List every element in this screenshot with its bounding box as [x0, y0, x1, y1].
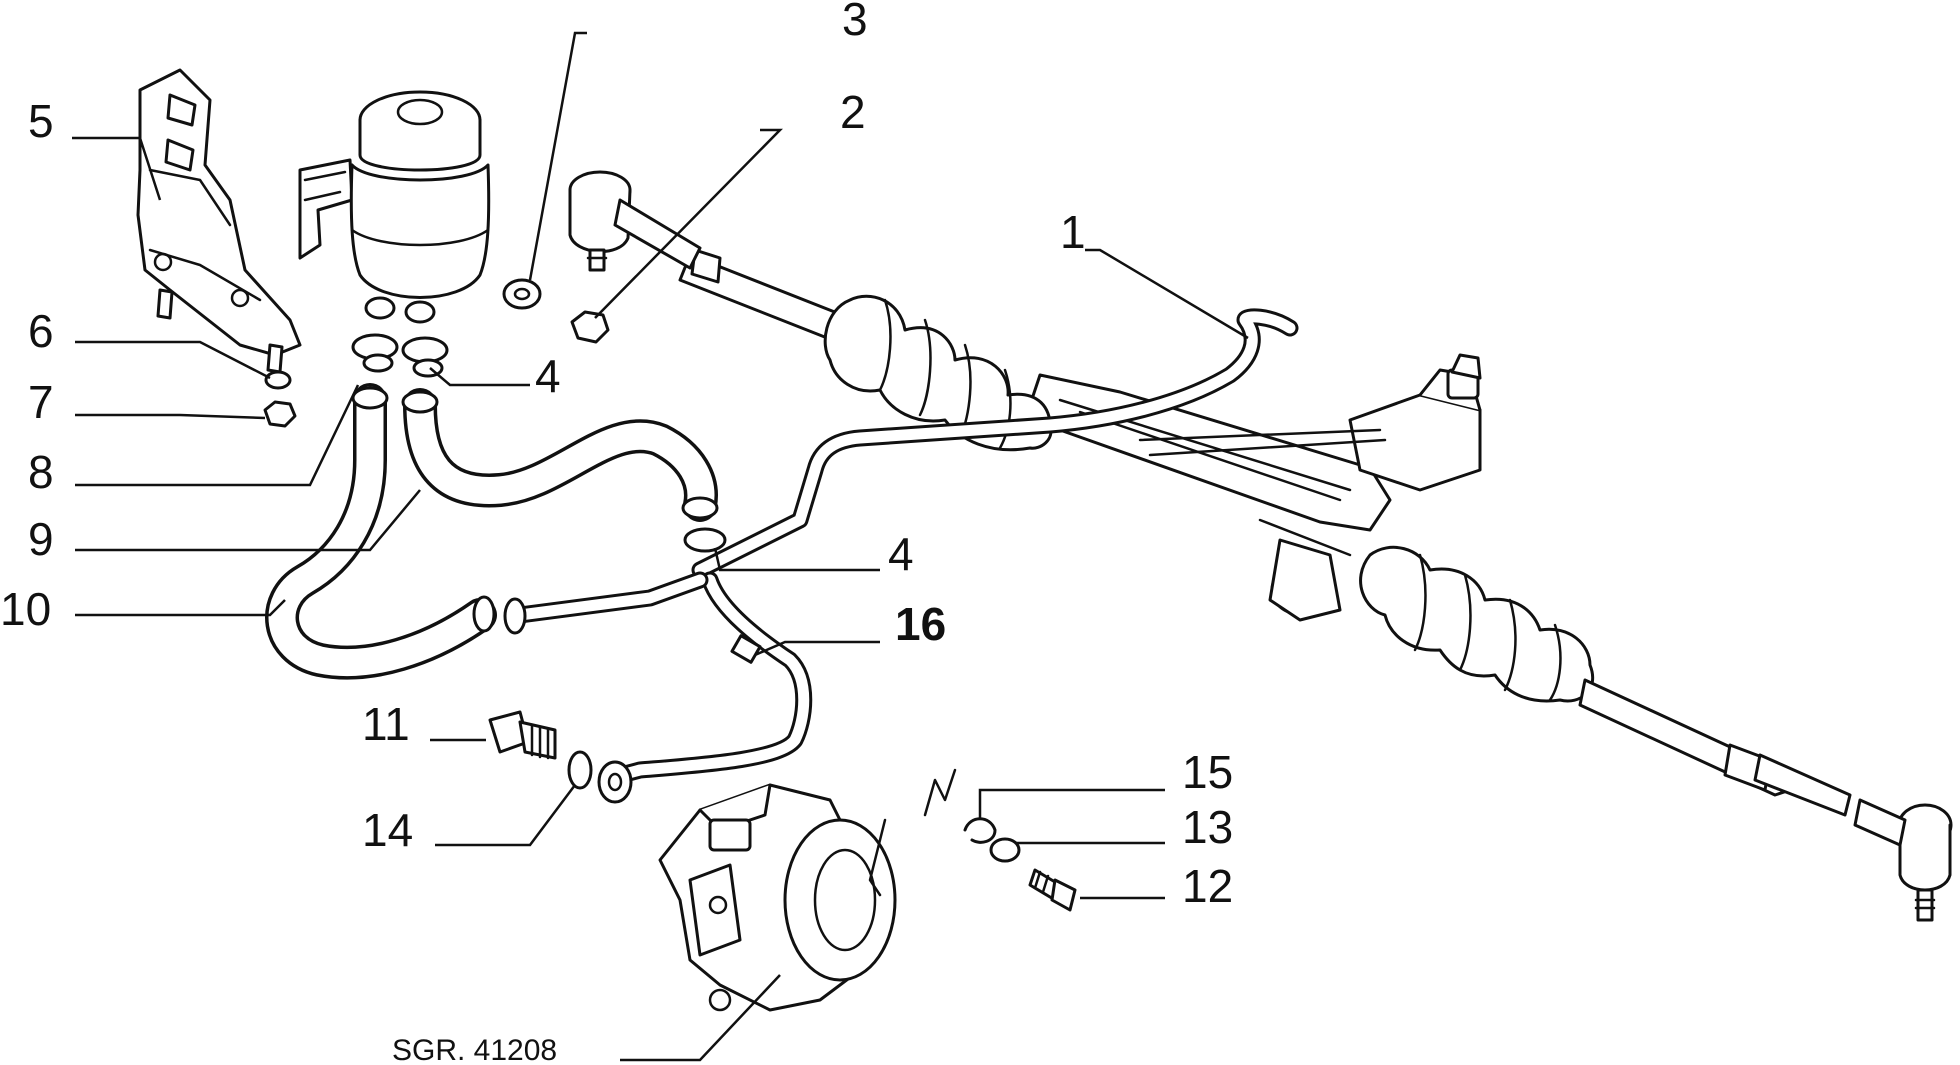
washer-icon	[264, 370, 292, 390]
nut-icon	[570, 310, 610, 344]
callout-16: 16	[895, 598, 946, 650]
pump-icon	[658, 783, 897, 1012]
callout-6: 6	[28, 305, 54, 357]
hose-icon	[265, 383, 719, 680]
bolt-icon	[1028, 868, 1077, 912]
callout-9: 9	[28, 513, 54, 565]
callout-14: 14	[362, 804, 413, 856]
callout-4a: 4	[535, 350, 561, 402]
callout-8: 8	[28, 446, 54, 498]
callout-10: 10	[0, 583, 51, 635]
drawing-reference: SGR. 41208	[392, 1034, 557, 1065]
callout-13: 13	[1182, 801, 1233, 853]
bracket-icon	[136, 68, 302, 374]
callout-2: 2	[840, 86, 866, 138]
callout-15: 15	[1182, 746, 1233, 798]
washer-icon	[567, 750, 593, 790]
washer-icon	[989, 837, 1021, 863]
clamp-icon	[351, 333, 727, 635]
callout-1: 1	[1060, 206, 1086, 258]
callout-7: 7	[28, 376, 54, 428]
callout-3: 3	[842, 0, 868, 45]
callout-12: 12	[1182, 860, 1233, 912]
return-pipe-icon	[691, 308, 1299, 579]
reservoir-icon	[298, 90, 491, 324]
pressure-pipe-icon	[601, 571, 813, 787]
callout-5: 5	[28, 95, 54, 147]
callout-11: 11	[362, 698, 410, 750]
leader-lines	[72, 31, 1249, 1062]
callout-4b: 4	[888, 528, 914, 580]
washer-icon	[502, 278, 542, 310]
bolt-icon	[488, 710, 557, 760]
steering-rack-icon	[568, 170, 1953, 922]
clip-icon	[963, 817, 997, 844]
nut-icon	[263, 400, 297, 428]
